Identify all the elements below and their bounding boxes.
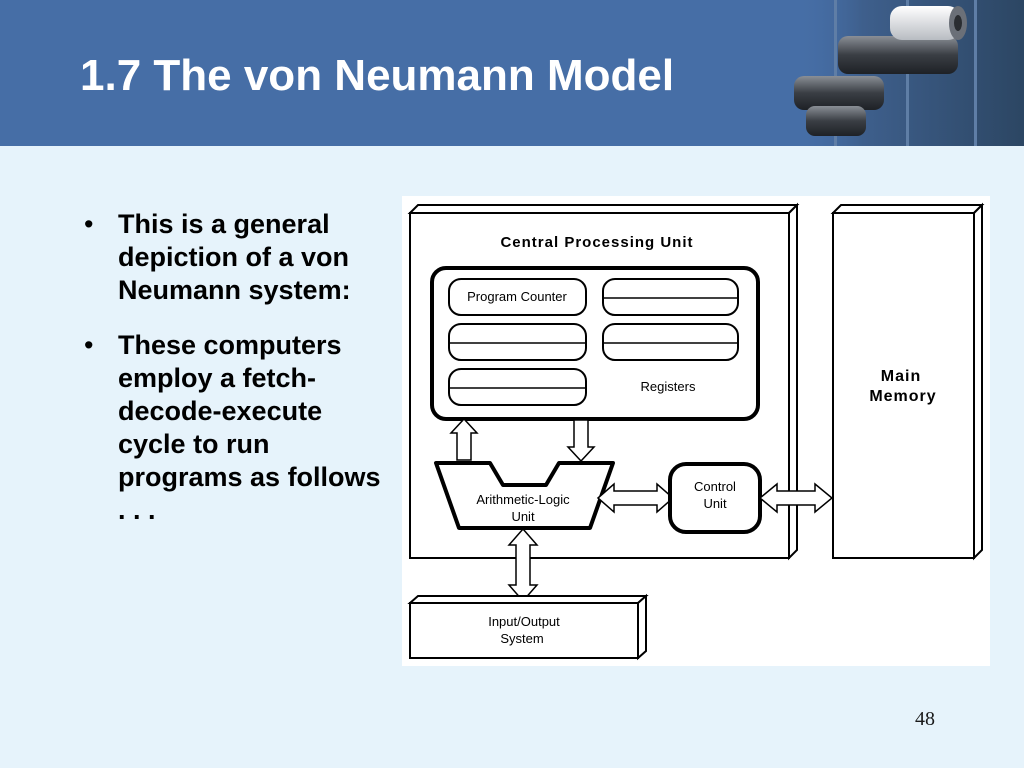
control-unit-label-line1: Control <box>694 479 736 494</box>
main-memory-box <box>830 202 985 561</box>
program-counter-register <box>448 278 587 316</box>
bullet-item: • These computers employ a fetch-decode-e… <box>76 329 394 527</box>
register <box>448 323 587 361</box>
cpu-label: Central Processing Unit <box>500 234 693 251</box>
register <box>602 323 739 361</box>
register <box>602 278 739 316</box>
io-system-box <box>407 593 649 661</box>
bullet-dot: • <box>84 330 94 360</box>
title-bar: 1.7 The von Neumann Model <box>0 0 1024 146</box>
main-memory-label-line2: Memory <box>869 388 936 405</box>
registers-to-alu-arrow <box>566 419 596 463</box>
program-counter-label: Program Counter <box>467 289 567 304</box>
cable-connectors-image <box>794 0 1024 146</box>
bullet-dot: • <box>84 209 94 239</box>
bullet-list: • This is a general depiction of a von Ne… <box>76 208 394 549</box>
bullet-text: These computers employ a fetch-decode-ex… <box>118 330 381 525</box>
io-system-label-line1: Input/Output <box>488 614 560 629</box>
alu-io-arrow <box>507 527 539 603</box>
alu-label-line2: Unit <box>511 509 535 524</box>
main-memory-label-line1: Main <box>881 368 921 385</box>
alu-label-line1: Arithmetic-Logic <box>476 492 570 507</box>
slide-title: 1.7 The von Neumann Model <box>80 51 675 100</box>
io-system-label-line2: System <box>500 631 543 646</box>
bullet-item: • This is a general depiction of a von Ne… <box>76 208 394 307</box>
registers-label: Registers <box>641 379 696 394</box>
control-unit-label-line2: Unit <box>703 496 727 511</box>
alu-to-registers-arrow <box>449 417 479 461</box>
page-number: 48 <box>915 708 935 730</box>
register <box>448 368 587 406</box>
von-neumann-diagram: Central Processing Unit Program Counter … <box>402 196 990 666</box>
alu-unit <box>434 461 615 530</box>
bullet-text: This is a general depiction of a von Neu… <box>118 209 351 305</box>
